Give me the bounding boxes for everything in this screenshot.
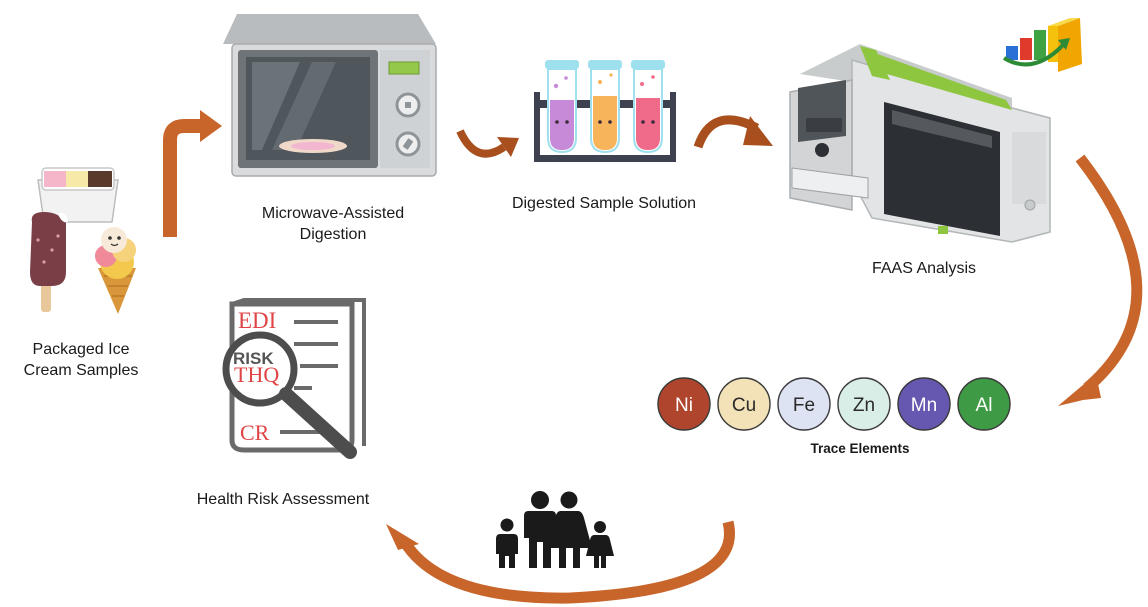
family-icon (496, 491, 614, 568)
trace-elements-row: Ni Cu Fe Zn Mn Al (657, 377, 1011, 431)
doc-risk-text: RISK (233, 349, 274, 368)
arrow-samples-to-digestion (163, 110, 222, 237)
samples-label-line2: Cream Samples (23, 362, 139, 379)
arrow-digestion-to-solution (456, 129, 519, 158)
bar-chart-icon (1002, 18, 1082, 72)
doc-cr-text: CR (240, 420, 270, 445)
element-zn-badge: Zn (837, 377, 891, 431)
element-circle (717, 377, 771, 431)
solution-label: Digested Sample Solution (511, 195, 697, 212)
spectrometer-icon (789, 44, 1051, 243)
element-fe-badge: Fe (777, 377, 831, 431)
doc-thq-text: THQ (234, 362, 279, 387)
element-symbol: Fe (793, 395, 815, 416)
doc-edi-text: EDI (238, 308, 276, 333)
trace-elements-label: Trace Elements (810, 441, 910, 456)
analysis-label: FAAS Analysis (871, 260, 977, 277)
samples-label-line1: Packaged Ice (32, 341, 130, 358)
ice-cream-icon (30, 167, 136, 314)
element-symbol: Ni (675, 395, 693, 416)
arrow-analysis-to-trace (1058, 154, 1143, 406)
digestion-label: Microwave-Assisted Digestion (228, 203, 438, 245)
samples-label: Packaged Ice Cream Samples (10, 339, 152, 381)
digestion-label-line1: Microwave-Assisted (261, 205, 405, 222)
document-magnifier-icon: EDI RISK THQ CR (222, 298, 366, 459)
test-tubes-icon (534, 60, 676, 162)
element-symbol: Al (976, 395, 993, 416)
element-circle (777, 377, 831, 431)
digestion-label-line2: Digestion (299, 226, 367, 243)
element-ni-badge: Ni (657, 377, 711, 431)
element-symbol: Zn (853, 395, 875, 416)
element-circle (657, 377, 711, 431)
arrow-solution-to-analysis (693, 115, 773, 149)
element-cu-badge: Cu (717, 377, 771, 431)
microwave-icon (223, 14, 437, 177)
risk-label: Health Risk Assessment (196, 491, 370, 508)
element-circle (957, 377, 1011, 431)
element-circle (837, 377, 891, 431)
element-mn-badge: Mn (897, 377, 951, 431)
element-symbol: Cu (732, 395, 756, 416)
arrow-trace-to-risk (386, 520, 735, 604)
element-symbol: Mn (911, 395, 937, 416)
element-circle (897, 377, 951, 431)
element-al-badge: Al (957, 377, 1011, 431)
